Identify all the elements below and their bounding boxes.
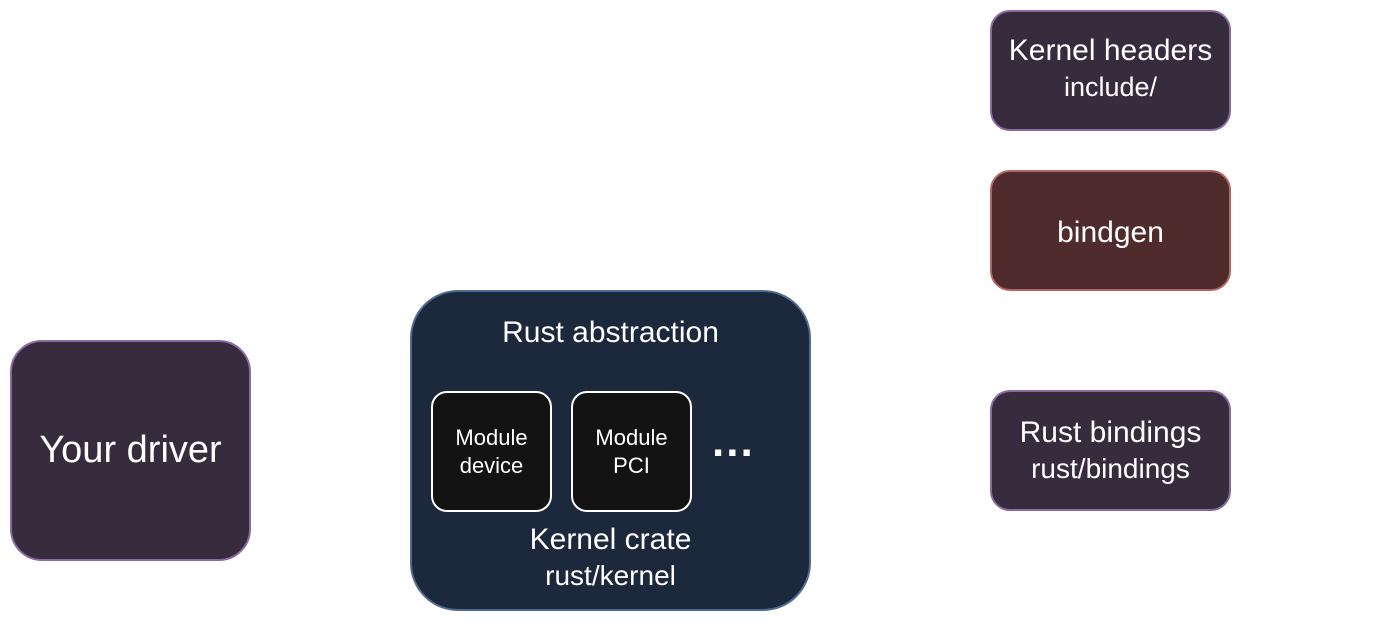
bindgen-node: bindgen <box>990 170 1231 291</box>
kernel-headers-node: Kernel headers include/ <box>990 10 1231 131</box>
bindgen-label: bindgen <box>1057 215 1164 249</box>
module-device-label: Module <box>455 424 528 450</box>
module-pci-name: PCI <box>613 452 650 478</box>
kernel-headers-label: Kernel headers <box>1008 33 1213 67</box>
your-driver-node: Your driver <box>10 340 251 561</box>
kernel-headers-path: include/ <box>1063 71 1158 102</box>
kernel-crate-label: Kernel crate <box>529 523 692 556</box>
rust-bindings-node: Rust bindings rust/bindings <box>990 390 1231 511</box>
module-pci-node: Module PCI <box>571 391 692 512</box>
rust-abstraction-title: Rust abstraction <box>502 316 719 349</box>
kernel-crate-caption: Kernel crate rust/kernel <box>412 522 809 594</box>
rust-bindings-path: rust/bindings <box>1031 452 1190 484</box>
more-modules-ellipsis: ... <box>712 417 755 466</box>
module-device-node: Module device <box>431 391 552 512</box>
kernel-crate-path: rust/kernel <box>545 560 676 591</box>
rust-bindings-label: Rust bindings <box>1019 415 1202 449</box>
rust-abstraction-node: Rust abstraction Module device Module PC… <box>410 290 811 611</box>
your-driver-label: Your driver <box>39 429 222 471</box>
module-device-name: device <box>459 452 524 478</box>
module-pci-label: Module <box>595 424 668 450</box>
